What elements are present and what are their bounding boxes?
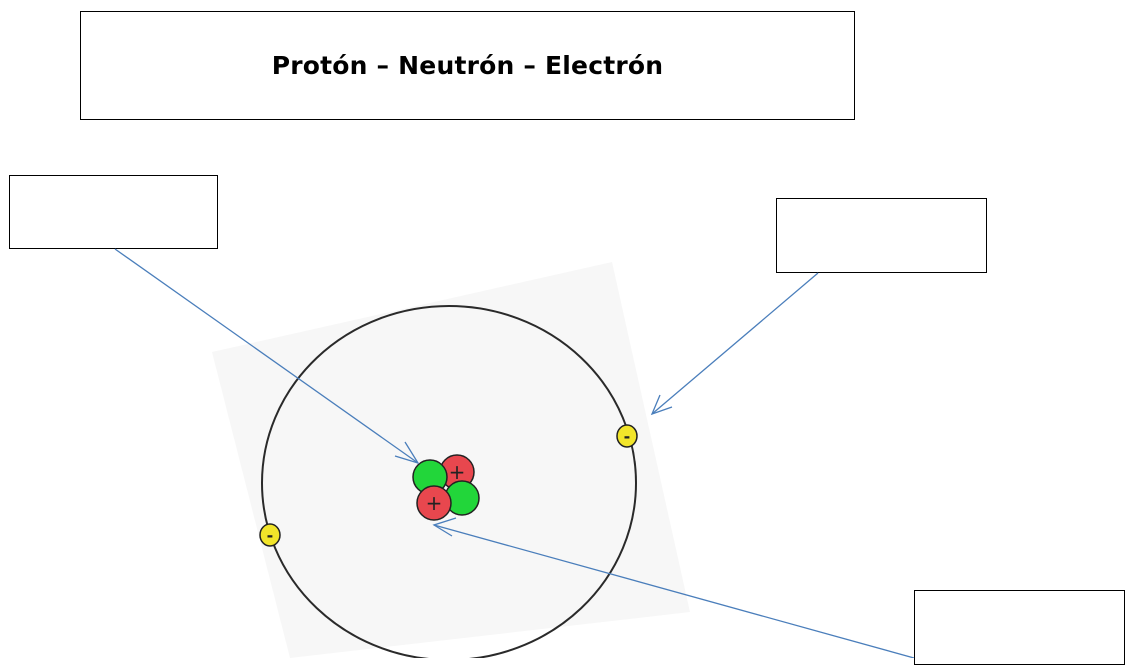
proton-top-symbol: + bbox=[449, 460, 466, 484]
nucleus: + + bbox=[412, 454, 480, 521]
electron-orbit bbox=[261, 305, 637, 658]
title-text: Protón – Neutrón – Electrón bbox=[271, 51, 664, 80]
electron-right-symbol: - bbox=[624, 427, 631, 446]
arrow-right-head bbox=[650, 394, 673, 416]
proton-bottom-symbol: + bbox=[426, 491, 443, 515]
arrow-bottom-to-proton bbox=[433, 524, 915, 658]
electron-left-symbol: - bbox=[267, 526, 274, 545]
arrow-right-to-electron bbox=[651, 272, 819, 415]
electron-right: - bbox=[616, 424, 638, 448]
label-box-right[interactable] bbox=[776, 198, 987, 273]
label-box-bottom[interactable] bbox=[914, 590, 1125, 665]
title-box: Protón – Neutrón – Electrón bbox=[80, 11, 855, 120]
arrow-left-head bbox=[394, 441, 420, 465]
electron-left: - bbox=[259, 523, 281, 547]
arrow-bottom-head bbox=[432, 517, 457, 537]
proton-bottom bbox=[416, 485, 452, 521]
label-box-left[interactable] bbox=[9, 175, 218, 249]
arrow-left-to-neutron bbox=[114, 248, 419, 464]
